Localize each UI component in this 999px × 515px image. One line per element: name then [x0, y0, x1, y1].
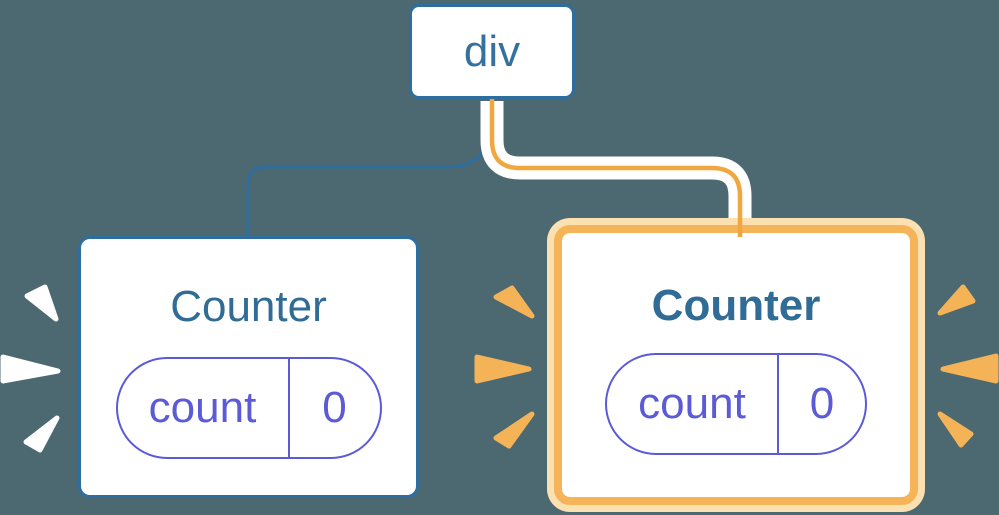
burst-mark-orange-middle-right	[940, 353, 999, 384]
counter-title-right: Counter	[651, 281, 821, 330]
burst-mark-orange-middle-left	[474, 354, 532, 384]
edge-root-to-left-counter	[246, 100, 491, 238]
burst-group-right-counter-right	[937, 284, 999, 448]
burst-mark-orange-bottom-right	[937, 411, 974, 448]
state-pill-right: count 0	[605, 353, 867, 455]
counter-card-right: Counter count 0	[554, 225, 918, 505]
state-value-right: 0	[777, 355, 865, 453]
burst-mark-white-top	[24, 284, 59, 322]
state-value-left: 0	[287, 359, 380, 457]
burst-mark-orange-top-left	[493, 285, 535, 319]
burst-mark-white-middle	[0, 354, 61, 384]
counter-title-left: Counter	[170, 282, 327, 331]
root-node-label: div	[463, 26, 521, 76]
burst-mark-orange-top-right	[937, 284, 976, 316]
burst-mark-orange-bottom-left	[493, 411, 535, 449]
edge-root-to-right-counter-casing	[480, 101, 752, 218]
burst-group-left-counter	[0, 284, 61, 453]
state-pill-left: count 0	[115, 357, 382, 459]
root-node-div: div	[409, 4, 575, 99]
edge-root-to-right-counter	[489, 99, 743, 237]
counter-card-left: Counter count 0	[78, 236, 419, 498]
burst-group-right-counter-left	[474, 285, 535, 449]
state-key-left: count	[148, 383, 257, 432]
state-key-right: count	[638, 379, 746, 428]
burst-mark-white-bottom	[23, 415, 60, 453]
